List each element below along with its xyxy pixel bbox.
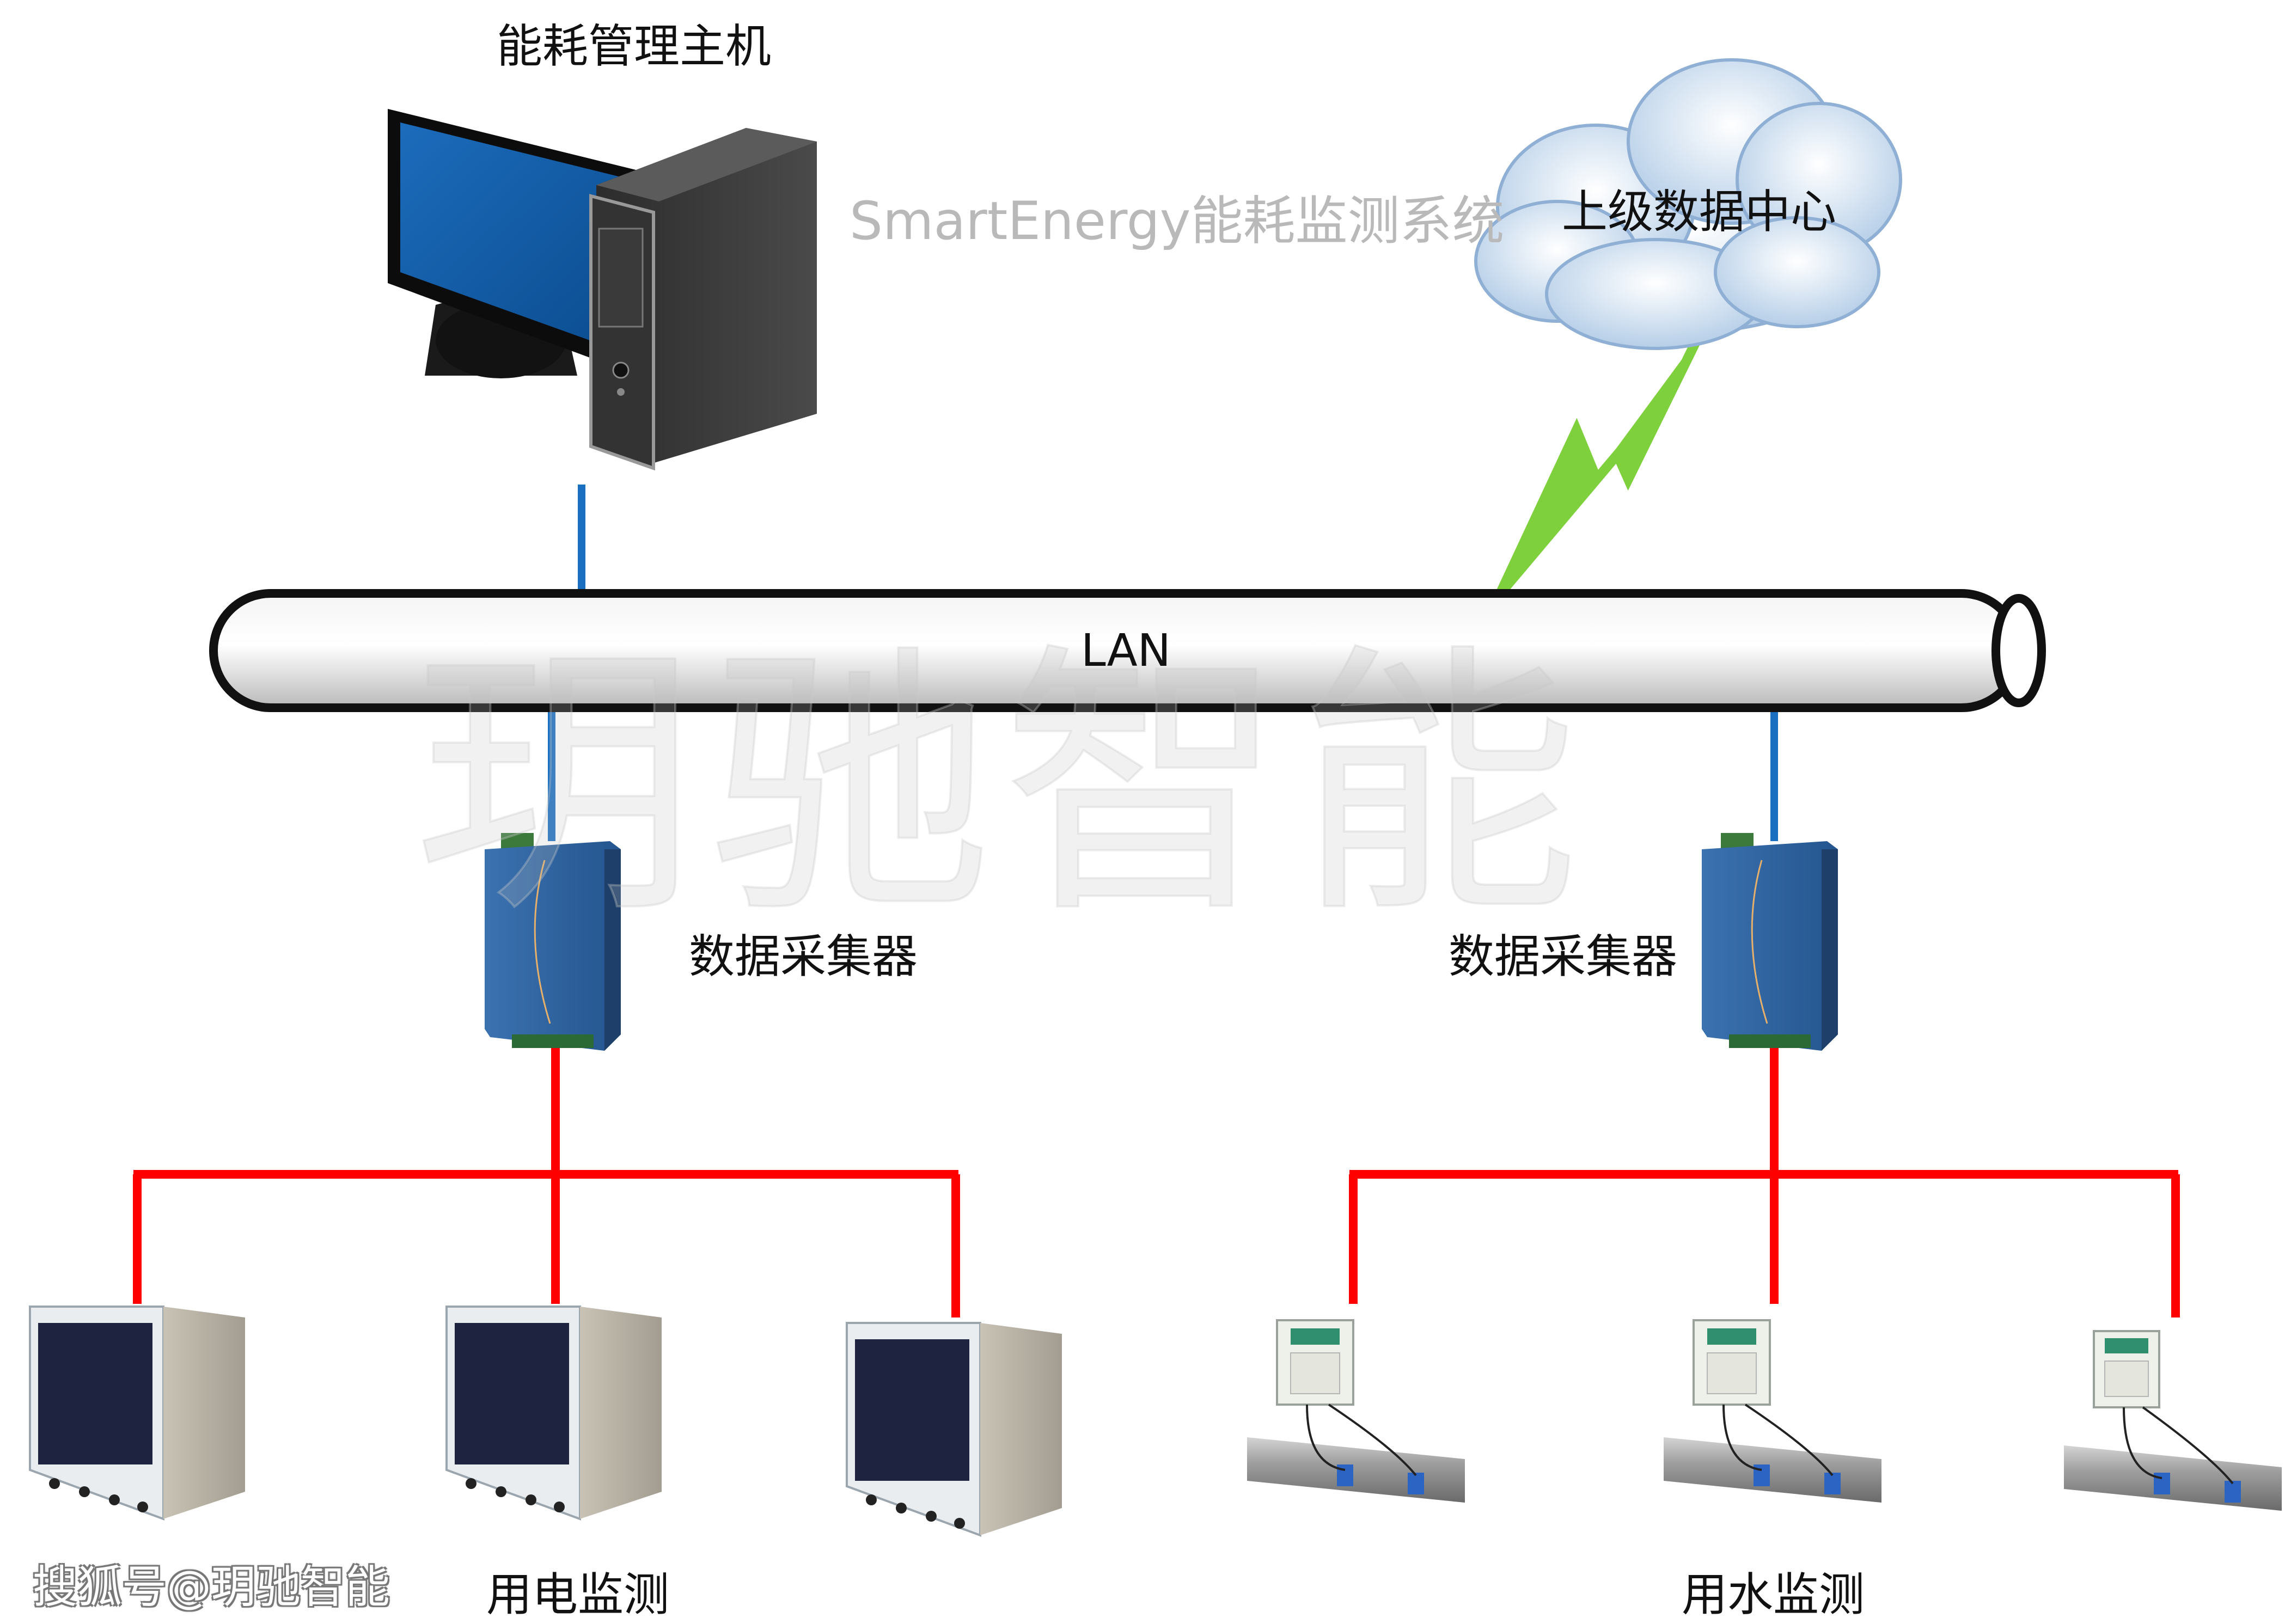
flow-meter-1-icon [1247, 1319, 1465, 1503]
cloud-label: 上级数据中心 [1562, 185, 1837, 238]
data-collector-right-icon [1702, 833, 1838, 1051]
field-bus-left [133, 1048, 960, 1317]
flow-meter-2-icon [1664, 1319, 1881, 1503]
water-group-label: 用水监测 [1682, 1568, 1865, 1621]
lan-links [548, 485, 1778, 841]
source-credit-label: 搜狐号@玥驰智能 [33, 1561, 390, 1613]
collector-left-label: 数据采集器 [689, 930, 918, 983]
field-bus-right [1349, 1048, 2180, 1317]
flow-meter-3-icon [2064, 1330, 2282, 1511]
host-label: 能耗管理主机 [497, 20, 772, 73]
collector-right-label: 数据采集器 [1449, 930, 1678, 983]
system-name-label: SmartEnergy能耗监测系统 [850, 191, 1505, 252]
data-collector-left-icon [485, 833, 621, 1051]
lan-label: LAN [1081, 625, 1171, 677]
host-computer-icon [388, 109, 817, 471]
power-meter-1-icon [29, 1306, 245, 1521]
electricity-group-label: 用电监测 [486, 1568, 670, 1621]
power-meter-2-icon [445, 1306, 662, 1521]
lan-bus-pipe [209, 589, 2046, 712]
power-meter-3-icon [846, 1322, 1062, 1537]
wireless-link-icon [1495, 335, 1703, 597]
cloud-icon [1474, 58, 1902, 350]
